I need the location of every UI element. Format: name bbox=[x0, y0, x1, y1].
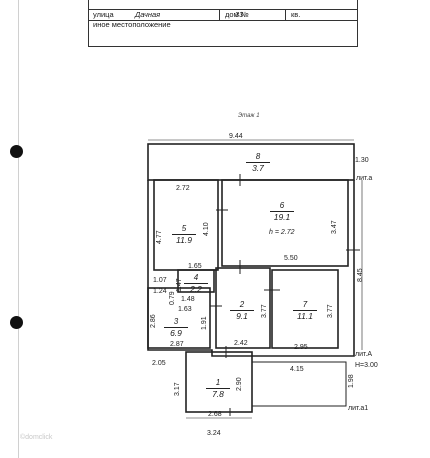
dim-label: 3.47 bbox=[331, 220, 338, 234]
room-area: 2.2 bbox=[184, 283, 208, 294]
height-note: h = 2.72 bbox=[269, 229, 295, 236]
other-location-label: иное местоположение bbox=[93, 20, 171, 29]
street-label: улица bbox=[93, 10, 114, 19]
room-number: 7 bbox=[302, 300, 308, 309]
dim-label: 1.63 bbox=[178, 306, 192, 313]
room-number: 8 bbox=[255, 152, 261, 161]
apt-label: кв. bbox=[291, 10, 301, 19]
dim-label: 2.95 bbox=[294, 344, 308, 351]
height-label: H=3.00 bbox=[355, 362, 378, 369]
wall-lit-a1 bbox=[252, 361, 347, 407]
house-value: 33 bbox=[235, 10, 244, 19]
header-row-top bbox=[89, 0, 357, 10]
dim-label: 1.98 bbox=[348, 374, 355, 388]
wall-room1 bbox=[185, 351, 253, 413]
dim-label: 2.05 bbox=[152, 360, 166, 367]
cell-divider bbox=[285, 9, 286, 20]
room-area: 3.7 bbox=[246, 162, 270, 173]
wall-room6 bbox=[221, 179, 349, 267]
room-area: 9.1 bbox=[230, 310, 254, 321]
header-row-street: улица Дачная дом № 33 кв. bbox=[89, 9, 357, 21]
header-row-other: иное местоположение bbox=[89, 20, 357, 30]
cell-divider bbox=[219, 9, 220, 20]
wall-room4 bbox=[177, 269, 215, 293]
room-number: 5 bbox=[181, 224, 187, 233]
page-frame bbox=[18, 0, 430, 458]
dim-label: 2.87 bbox=[170, 341, 184, 348]
room-area: 19.1 bbox=[270, 211, 294, 222]
room-number: 4 bbox=[193, 273, 199, 282]
dim-label: 2.86 bbox=[150, 314, 157, 328]
room-number: 2 bbox=[239, 300, 245, 309]
dim-label: 3.77 bbox=[261, 304, 268, 318]
lit-A-label: лит.А bbox=[355, 351, 373, 358]
dim-label: 3.24 bbox=[207, 430, 221, 437]
dim-label: 1.07 bbox=[153, 277, 167, 284]
room-number: 3 bbox=[173, 317, 179, 326]
dim-label: 9.44 bbox=[229, 133, 243, 140]
binder-hole bbox=[10, 316, 23, 329]
dim-label: 3.17 bbox=[174, 382, 181, 396]
dim-label: 2.90 bbox=[236, 377, 243, 391]
dim-label: 4.15 bbox=[290, 366, 304, 373]
street-value: Дачная bbox=[135, 10, 161, 19]
watermark: ©domclick bbox=[20, 434, 53, 441]
lit-a-label: лит.а bbox=[356, 175, 373, 182]
house-label: дом № bbox=[225, 10, 249, 19]
dim-label: 1.48 bbox=[181, 296, 195, 303]
dim-label: 2.42 bbox=[234, 340, 248, 347]
dim-label: 5.50 bbox=[284, 255, 298, 262]
dim-label: 1.65 bbox=[188, 263, 202, 270]
binder-hole bbox=[10, 145, 23, 158]
wall-room2 bbox=[215, 267, 271, 349]
dim-label: 0.79 bbox=[169, 291, 176, 305]
dim-label: 8.45 bbox=[357, 268, 364, 282]
wall-room7 bbox=[271, 269, 339, 349]
dim-label: 2.72 bbox=[176, 185, 190, 192]
floor-title: Этаж 1 bbox=[238, 113, 260, 119]
wall-room3 bbox=[147, 287, 211, 349]
room-number: 1 bbox=[215, 378, 221, 387]
lit-a1-label: лит.а1 bbox=[348, 405, 369, 412]
dim-label: 1.30 bbox=[355, 157, 369, 164]
room-area: 7.8 bbox=[206, 388, 230, 399]
room-area: 11.1 bbox=[293, 310, 317, 321]
address-table: улица Дачная дом № 33 кв. иное местополо… bbox=[88, 0, 358, 47]
dim-label: 1.91 bbox=[201, 316, 208, 330]
dim-label: 1.24 bbox=[153, 288, 167, 295]
dim-label: 1.47 bbox=[176, 278, 183, 292]
dim-label: 3.77 bbox=[327, 304, 334, 318]
room-area: 6.9 bbox=[164, 327, 188, 338]
room-number: 6 bbox=[279, 201, 285, 210]
dim-label: 4.77 bbox=[156, 230, 163, 244]
dim-label: 2.68 bbox=[208, 411, 222, 418]
dim-label: 4.10 bbox=[203, 222, 210, 236]
room-area: 11.9 bbox=[172, 234, 196, 245]
